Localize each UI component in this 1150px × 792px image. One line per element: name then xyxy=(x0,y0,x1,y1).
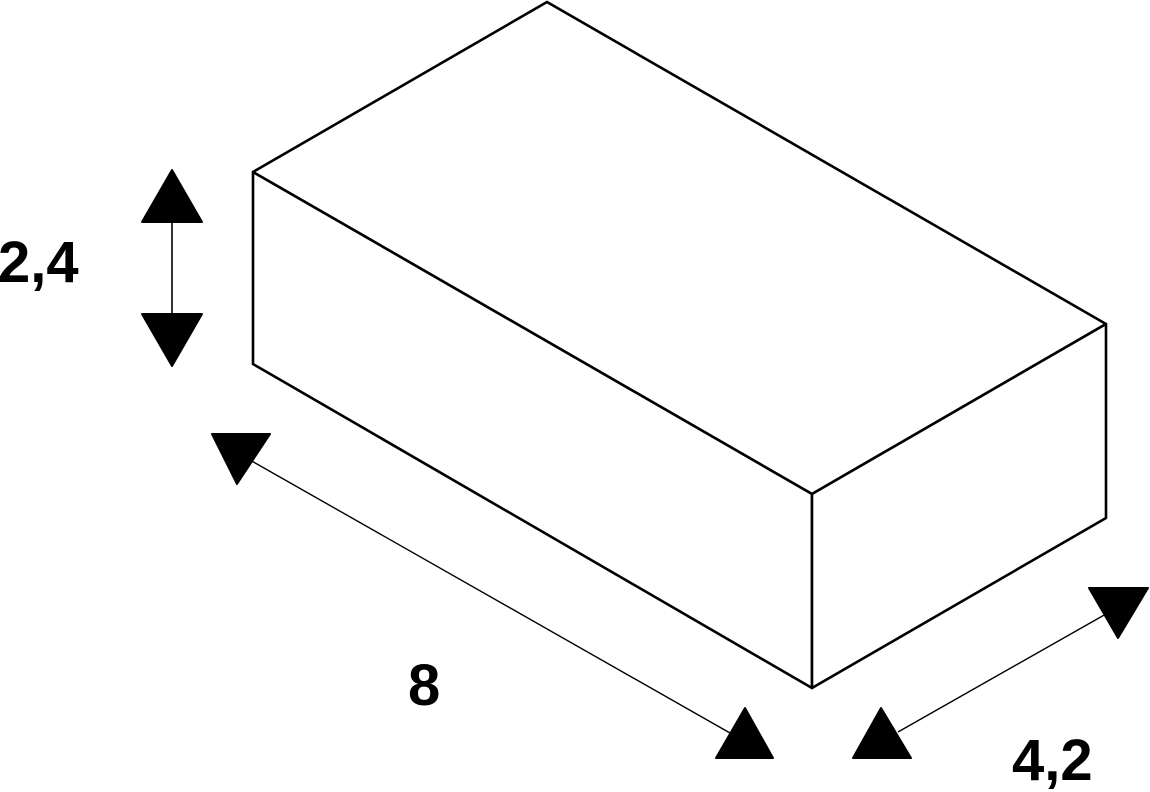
length-dimension: 8 xyxy=(211,433,774,759)
arrow-up-right-icon xyxy=(715,707,774,759)
length-dimension-line xyxy=(249,459,731,734)
arrow-down-left-icon xyxy=(211,433,271,485)
length-label: 8 xyxy=(408,653,440,718)
width-dimension-line xyxy=(897,613,1107,733)
box-side-face xyxy=(810,322,1108,690)
arrow-down-icon xyxy=(141,313,203,367)
height-dimension: 2,4 xyxy=(0,169,203,367)
width-dimension: 4,2 xyxy=(852,587,1149,792)
height-label: 2,4 xyxy=(0,230,79,295)
box-outline xyxy=(251,0,1108,690)
width-label: 4,2 xyxy=(1012,728,1093,792)
arrow-down-right-icon xyxy=(1088,587,1149,639)
arrow-up-icon xyxy=(141,169,203,223)
arrow-up-left-icon xyxy=(852,707,912,759)
